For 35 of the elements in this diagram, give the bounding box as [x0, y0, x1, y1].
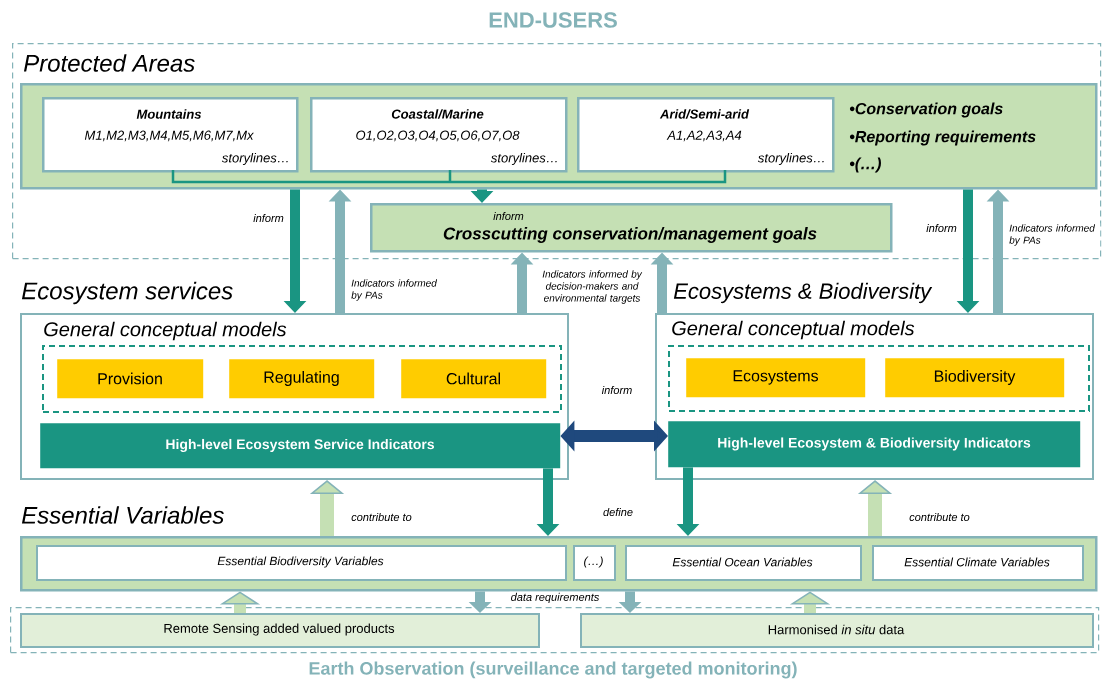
node-label: General conceptual models: [44, 321, 287, 341]
node-label: Ecosystem services: [21, 281, 233, 305]
region-box: Coastal/Marine O1,O2,O3,O4,O5,O6,O7,O8 storylines…: [310, 97, 568, 173]
region-box: Arid/Semi-arid A1,A2,A3,A4 storylines…: [577, 97, 835, 173]
edge-label: inform: [925, 222, 958, 234]
category-box: Biodiversity: [885, 358, 1065, 398]
variable-box: Essential Ocean Variables: [625, 545, 862, 581]
data-box: Harmonised in situ data: [580, 613, 1094, 648]
category-box: Regulating: [229, 359, 375, 399]
variable-box: Essential Biodiversity Variables: [36, 545, 567, 581]
edge-label: contribute to: [350, 511, 413, 523]
category-box: Provision: [57, 359, 204, 399]
node-label: Essential Variables: [21, 506, 224, 524]
category-box: Cultural: [401, 359, 547, 399]
node-label: END-USERS: [489, 12, 617, 28]
edge-label: data requirements: [509, 591, 601, 605]
edge-label: Indicators informed by PAs: [350, 278, 448, 302]
edge-label: Indicators informed by PAs: [1008, 223, 1101, 247]
edge-label: inform: [252, 212, 285, 224]
edge-label: Indicators informed by decision-makers and environmental targets: [528, 269, 656, 305]
data-box: Remote Sensing added valued products: [20, 613, 540, 648]
region-box: Mountains M1,M2,M3,M4,M5,M6,M7,Mx storylines…: [42, 97, 299, 173]
node-label: Ecosystems & Biodiversity: [673, 282, 933, 304]
indicator-bar: High-level Ecosystem Service Indicators: [40, 423, 561, 469]
category-box: Ecosystems: [686, 358, 866, 398]
variable-box: Essential Climate Variables: [872, 545, 1084, 581]
indicator-bar: High-level Ecosystem & Biodiversity Indicators: [668, 421, 1081, 468]
node-label: General conceptual models: [672, 320, 915, 340]
node-label: Protected Areas: [23, 54, 195, 72]
edge-label: inform: [600, 384, 634, 396]
edge-label: define: [602, 506, 634, 518]
edge-label: inform: [492, 210, 525, 222]
variable-box: (…): [573, 545, 616, 581]
node-label: Earth Observation (surveillance and targeted monitoring): [309, 661, 797, 679]
edge-label: contribute to: [908, 511, 971, 523]
